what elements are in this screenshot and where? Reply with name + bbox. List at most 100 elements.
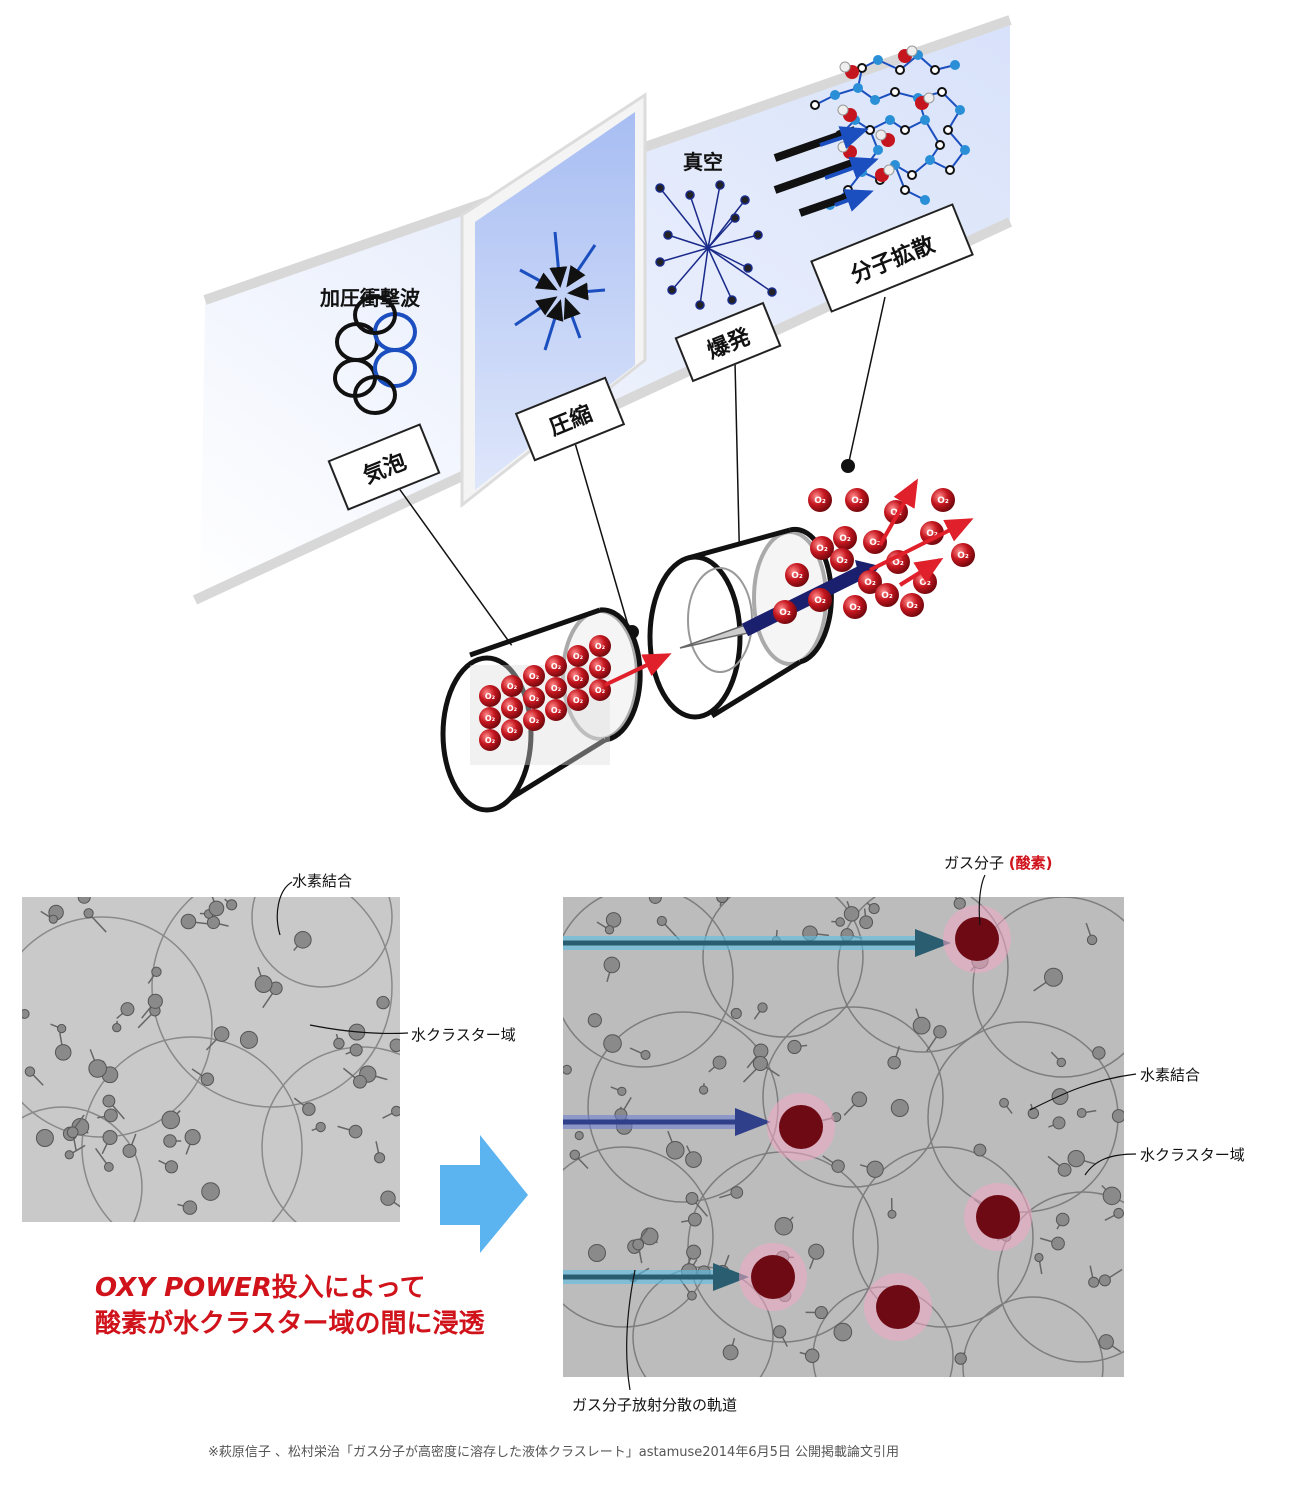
- shock-bubbles-icon: [333, 295, 417, 415]
- atom: [239, 1030, 258, 1049]
- o2-molecule: [545, 677, 567, 699]
- left-cluster-label: 水クラスター域: [411, 1026, 516, 1044]
- atom: [180, 913, 197, 930]
- cluster-panel-before: [22, 897, 400, 1222]
- atom: [757, 1002, 768, 1013]
- o2-molecule-label: O₂: [839, 534, 851, 544]
- atom: [213, 1026, 230, 1042]
- atom: [83, 908, 94, 919]
- atom: [389, 1038, 400, 1053]
- o2-molecule-label: O₂: [816, 544, 828, 554]
- atom: [182, 1200, 198, 1215]
- o2-molecule-label: O₂: [507, 726, 518, 735]
- atom: [843, 906, 860, 922]
- atom: [835, 917, 845, 927]
- atom: [563, 1064, 572, 1075]
- atom: [1113, 1207, 1124, 1219]
- atom: [804, 1348, 820, 1363]
- atom: [391, 1105, 400, 1117]
- atom: [632, 1238, 645, 1251]
- o2-molecule-label: O₂: [814, 596, 826, 606]
- o2-molecule: [479, 707, 501, 729]
- atom: [1055, 1212, 1070, 1227]
- o2-molecule-label: O₂: [791, 571, 803, 581]
- atom: [147, 993, 163, 1009]
- atom: [184, 1129, 201, 1146]
- o2-molecule-label: O₂: [937, 496, 949, 506]
- o2-molecule-label: O₂: [906, 601, 918, 611]
- atom: [587, 1243, 606, 1262]
- leader-dot: [841, 459, 855, 473]
- o2-molecule: [501, 719, 523, 741]
- o2-red-arrows: [869, 478, 974, 587]
- atom: [648, 897, 662, 904]
- atom: [656, 915, 667, 927]
- atom: [64, 1150, 74, 1160]
- o2-molecule: [589, 635, 611, 657]
- o2-molecule-label: O₂: [814, 496, 826, 506]
- atom: [353, 1074, 367, 1089]
- o2-molecule: [810, 536, 834, 560]
- o2-molecule-label: O₂: [779, 608, 791, 618]
- o2-molecule: [501, 675, 523, 697]
- o2-molecule-label: O₂: [573, 674, 584, 683]
- atom: [1086, 934, 1098, 946]
- atom: [102, 1094, 116, 1108]
- atom: [151, 966, 162, 978]
- atom: [722, 1344, 739, 1361]
- message-line1-rest: 投入によって: [271, 1273, 426, 1303]
- atom: [1098, 1334, 1114, 1350]
- o2-molecule-label: O₂: [507, 682, 518, 691]
- o2-molecule-label: O₂: [919, 578, 931, 588]
- atom: [380, 1190, 396, 1206]
- o2-molecule-label: O₂: [869, 538, 881, 548]
- atom: [1098, 1274, 1111, 1287]
- atom: [831, 1159, 845, 1173]
- atom: [617, 1086, 627, 1097]
- atom: [348, 1124, 363, 1139]
- atom: [88, 1059, 107, 1078]
- atom: [208, 900, 225, 917]
- atom: [687, 1212, 702, 1227]
- atom: [1052, 1116, 1066, 1130]
- right-cluster-label: 水クラスター域: [1140, 1146, 1245, 1164]
- atom: [685, 1151, 702, 1168]
- atom: [808, 1243, 825, 1260]
- compression-star-icon: [514, 231, 606, 351]
- o2-molecule: [858, 570, 882, 594]
- o2-molecule: [951, 543, 975, 567]
- o2-molecule-label: O₂: [595, 686, 606, 695]
- transition-arrow-icon: [440, 1135, 528, 1253]
- atom: [814, 1305, 828, 1320]
- atom: [712, 1055, 727, 1070]
- atom: [1044, 967, 1063, 987]
- o2-molecule-label: O₂: [485, 736, 496, 745]
- atom: [302, 1102, 316, 1116]
- o2-molecule: [845, 488, 869, 512]
- o2-molecule-label: O₂: [551, 684, 562, 693]
- o2-molecule: [501, 697, 523, 719]
- atom: [201, 1182, 220, 1201]
- o2-molecule-label: O₂: [926, 529, 938, 539]
- o2-molecule: [863, 530, 887, 554]
- atom: [333, 1037, 345, 1050]
- atom: [574, 1130, 584, 1141]
- o2-molecule-label: O₂: [529, 672, 540, 681]
- atom: [1056, 1057, 1067, 1068]
- atom: [587, 1013, 602, 1028]
- o2-molecule-label: O₂: [595, 642, 606, 651]
- vacuum-label: 真空: [683, 150, 723, 174]
- atom: [1067, 1149, 1085, 1168]
- atom: [349, 1043, 363, 1057]
- cluster-panel-after: [563, 897, 1124, 1377]
- atom: [226, 899, 238, 911]
- atom: [569, 1149, 581, 1161]
- message-line1: OXY POWER投入によって: [95, 1270, 484, 1306]
- o2-molecule: [479, 729, 501, 751]
- o2-molecule: [567, 667, 589, 689]
- atom: [933, 1025, 947, 1039]
- gas-label-text: ガス分子: [944, 854, 1005, 872]
- atom: [859, 915, 874, 930]
